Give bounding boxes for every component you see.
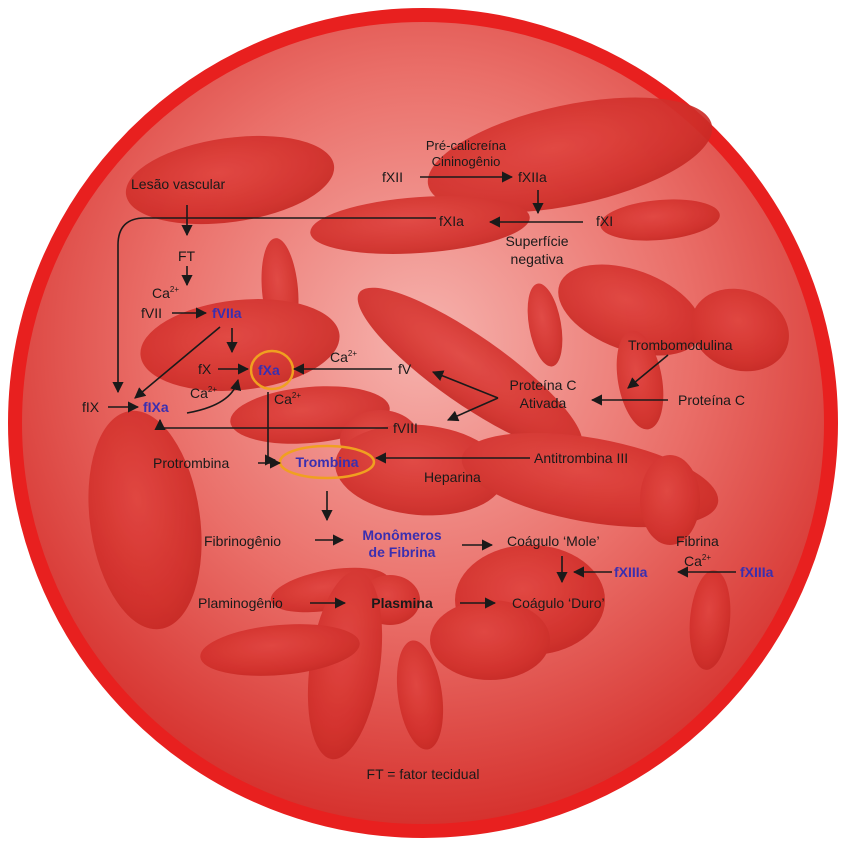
label-fibrinogenio: Fibrinogênio — [204, 533, 281, 549]
label-protrombina: Protrombina — [153, 455, 229, 471]
rbc-23 — [640, 455, 700, 545]
label-monomeros-1: Monômeros — [362, 527, 442, 543]
label-fxiiia-b: fXIIIa — [740, 564, 774, 580]
label-fxa: fXa — [258, 362, 280, 378]
label-plaminogenio: Plaminogênio — [198, 595, 283, 611]
label-antitrombina: Antitrombina III — [534, 450, 628, 466]
label-fxia: fXIa — [439, 213, 464, 229]
label-fibrina: Fibrina — [676, 533, 719, 549]
label-plasmina: Plasmina — [371, 595, 433, 611]
label-proteina-c-ativada-1: Proteína C — [510, 377, 577, 393]
legend-ft: FT = fator tecidual — [367, 766, 480, 782]
label-cininogenio: Cininogênio — [432, 154, 501, 169]
label-fxi: fXI — [596, 213, 613, 229]
label-monomeros-2: de Fibrina — [369, 544, 436, 560]
label-coagulo-mole: Coágulo ‘Mole’ — [507, 533, 600, 549]
label-fviia: fVIIa — [212, 305, 242, 321]
rbc-25 — [430, 600, 550, 680]
label-fviii: fVIII — [393, 420, 418, 436]
label-fxii: fXII — [382, 169, 403, 185]
label-fxiia: fXIIa — [518, 169, 547, 185]
label-fix: fIX — [82, 399, 100, 415]
label-trombomodulina: Trombomodulina — [628, 337, 733, 353]
label-fxiiia-a: fXIIIa — [614, 564, 648, 580]
label-trombina: Trombina — [295, 454, 358, 470]
label-fixa: fIXa — [143, 399, 169, 415]
label-ft: FT — [178, 248, 196, 264]
label-fv: fV — [398, 361, 412, 377]
label-superficie: Superfície — [505, 233, 568, 249]
label-heparina: Heparina — [424, 469, 481, 485]
label-negativa: negativa — [511, 251, 564, 267]
label-proteina-c-ativada-2: Ativada — [520, 395, 567, 411]
label-pre-calicreina: Pré-calicreína — [426, 138, 507, 153]
label-proteina-c: Proteína C — [678, 392, 745, 408]
label-fx: fX — [198, 361, 212, 377]
label-coagulo-duro: Coágulo ‘Duro’ — [512, 595, 605, 611]
label-lesao-vascular: Lesão vascular — [131, 176, 226, 192]
label-fvii: fVII — [141, 305, 162, 321]
